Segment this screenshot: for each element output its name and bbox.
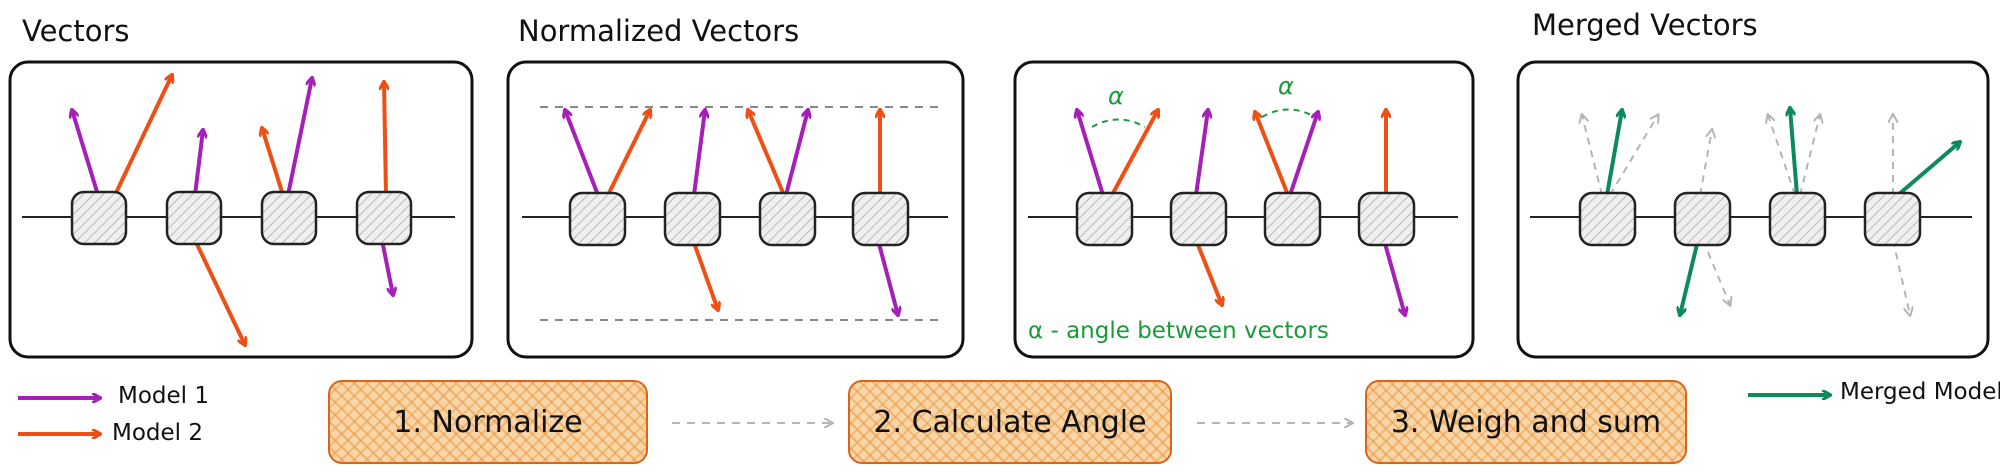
parameter-node: [568, 191, 627, 247]
panel-frame-normalized: [506, 60, 965, 359]
parameter-node: [1169, 191, 1228, 247]
model1-vector: [1288, 112, 1318, 196]
model1-vector: [692, 110, 705, 196]
parameter-node: [1863, 191, 1922, 247]
panel-angle: [1028, 110, 1458, 316]
parameter-node: [851, 191, 910, 247]
model2-vector: [193, 239, 245, 345]
model1-vector: [1382, 239, 1405, 315]
model2-vector: [1255, 112, 1290, 196]
parameter-node: [1578, 191, 1637, 247]
angle-arc: [1261, 108, 1316, 118]
model2-vector: [606, 110, 650, 196]
ghost-vector: [1582, 115, 1603, 196]
angle-symbol: α: [1278, 72, 1294, 100]
parameter-node: [70, 190, 128, 246]
model1-vector: [380, 239, 393, 295]
model1-vector: [1194, 110, 1208, 196]
angle-arc: [1091, 118, 1146, 128]
merged-vector: [1680, 239, 1700, 315]
step-label: 3. Weigh and sum: [1390, 404, 1662, 440]
parameter-node: [165, 190, 223, 246]
model2-vector: [691, 239, 718, 310]
ghost-vector: [1699, 130, 1712, 196]
step-label: 2. Calculate Angle: [873, 404, 1147, 440]
legend-model1-label: Model 1: [118, 383, 210, 409]
panel-frame-angle: [1013, 60, 1475, 359]
panel-title-vectors: Vectors: [22, 14, 130, 48]
angle-note: α - angle between vectors: [1028, 318, 1329, 344]
angle-symbol: α: [1108, 82, 1124, 110]
merged-vector: [1605, 110, 1622, 196]
parameter-node: [1673, 191, 1732, 247]
model1-vector: [784, 110, 808, 196]
model2-vector: [384, 82, 386, 196]
panel-title-normalized: Normalized Vectors: [518, 14, 800, 48]
step-label: 1. Normalize: [393, 404, 583, 440]
model2-vector: [1194, 239, 1222, 305]
panel-vectors: [22, 75, 455, 345]
model1-vector: [876, 239, 898, 315]
parameter-node: [1263, 191, 1322, 247]
model2-vector: [262, 128, 285, 196]
model1-vector: [1077, 110, 1105, 196]
legend-model2-label: Model 2: [112, 420, 204, 446]
merged-vector: [1790, 108, 1799, 196]
parameter-node: [663, 191, 722, 247]
panel-title-merged: Merged Vectors: [1532, 8, 1758, 42]
model2-vector: [113, 75, 172, 196]
merged-vector: [1896, 142, 1960, 197]
legend-merged-label: Merged Model: [1840, 379, 2000, 405]
ghost-vector: [1768, 115, 1796, 196]
model2-vector: [748, 110, 786, 196]
ghost-vector: [1609, 115, 1658, 196]
step-calculate-angle: 2. Calculate Angle: [848, 380, 1172, 464]
model2-vector: [1110, 110, 1158, 196]
panel-merged: [1530, 108, 1972, 315]
parameter-node: [1075, 191, 1134, 247]
panel-normalized: [522, 106, 948, 321]
step-normalize: 1. Normalize: [328, 380, 648, 464]
parameter-node: [1357, 191, 1416, 247]
ghost-vector: [1702, 239, 1730, 305]
parameter-node: [355, 190, 413, 246]
parameter-node: [758, 191, 817, 247]
ghost-vector: [1799, 115, 1820, 196]
step-weigh-and-sum: 3. Weigh and sum: [1365, 380, 1687, 464]
parameter-node: [1768, 191, 1827, 247]
panel-frame-vectors: [8, 60, 474, 359]
ghost-vector: [1892, 239, 1910, 315]
panel-frame-merged: [1516, 60, 1990, 359]
parameter-node: [260, 190, 318, 246]
model1-vector: [286, 78, 312, 196]
model1-vector: [193, 130, 203, 196]
model1-vector: [72, 110, 100, 196]
model1-vector: [565, 110, 600, 196]
